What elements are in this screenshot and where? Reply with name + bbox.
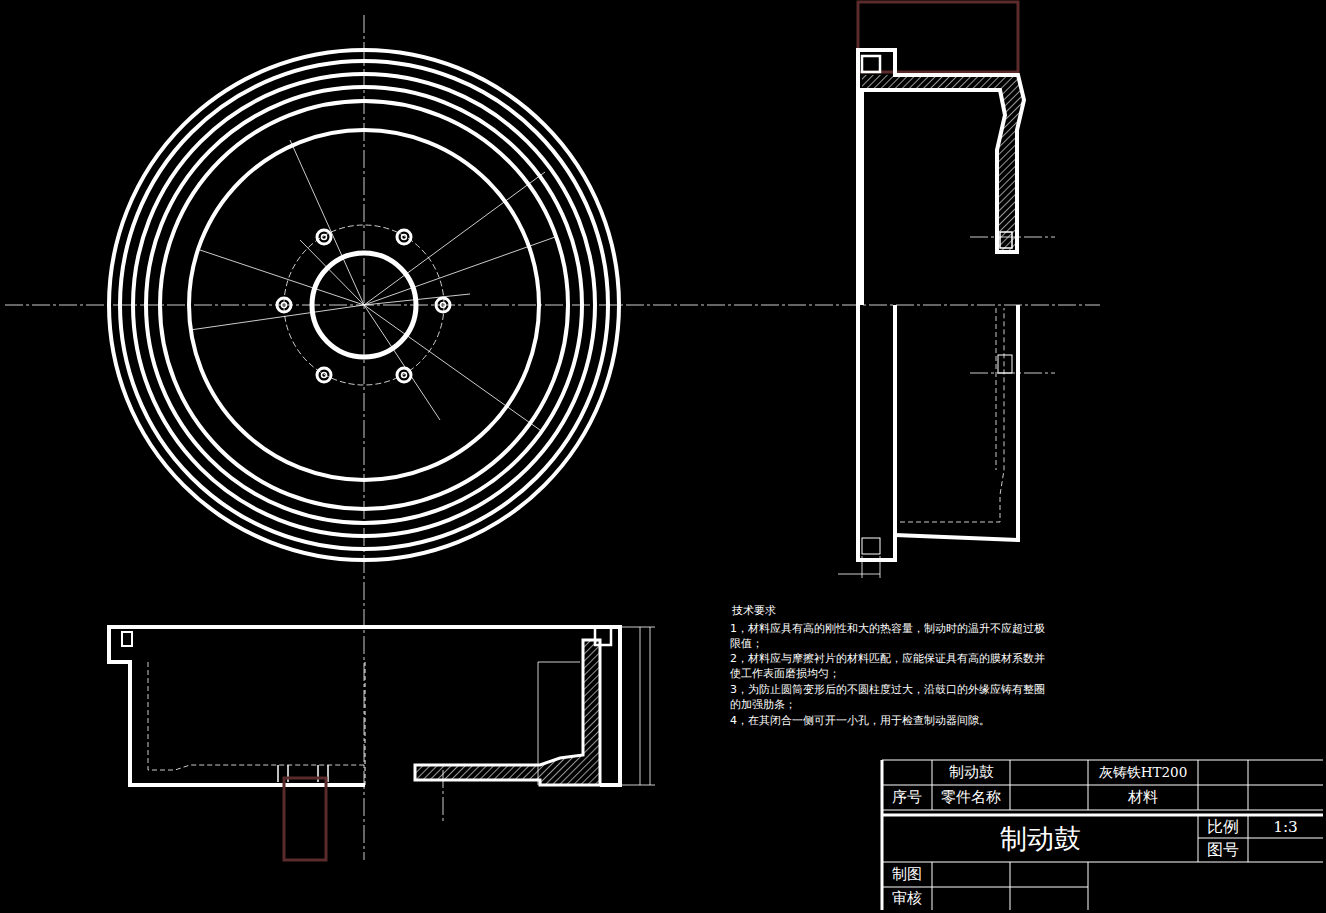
side-section-part (1000, 232, 1012, 248)
center-line-part (364, 15, 365, 860)
technical-note: 1，材料应具有高的刚性和大的热容量，制动时的温升不应超过极限值； (730, 621, 1045, 651)
front-view-part-part (300, 240, 364, 305)
side-section-part (858, 2, 1018, 72)
side-section (838, 2, 1024, 578)
bottom-section-part-part (640, 627, 641, 785)
table-cell: 灰铸铁HT200 (1088, 760, 1198, 785)
front-view-part-part (397, 368, 411, 382)
bottom-section-part-part (600, 785, 655, 786)
title-block-part (1198, 815, 1199, 862)
front-view-part-part (436, 298, 450, 312)
technical-note: 2，材料应与摩擦衬片的材料匹配，应能保证具有高的膜材系数并使工作表面磨损均匀； (730, 651, 1045, 681)
front-view-part (133, 74, 595, 536)
bottom-section-part (365, 662, 366, 785)
title-block-part (1248, 760, 1249, 810)
bottom-section-part (109, 627, 620, 785)
side-section-part (862, 538, 880, 554)
title-block-part (1010, 862, 1011, 910)
front-view-part-part (402, 235, 407, 240)
side-section-part (998, 355, 1012, 373)
title-block-part (932, 760, 933, 810)
note-heading: 技术要求 (732, 603, 776, 618)
front-view-part-part (364, 172, 545, 305)
title-block-part (1088, 862, 1089, 910)
side-section-part (996, 308, 997, 470)
side-section-part (838, 574, 880, 575)
front-view-part-part (441, 303, 446, 308)
bottom-section-part (538, 627, 655, 785)
front-view-part-part (282, 303, 287, 308)
front-view-part (109, 50, 619, 560)
front-view-part-part (317, 230, 331, 244)
side-section-part (858, 50, 1024, 305)
bottom-section-part-part (600, 627, 655, 628)
bottom-section-part (122, 632, 132, 646)
bottom-section (109, 627, 655, 860)
technical-note: 3，为防止圆筒变形后的不圆柱度过大，沿鼓口的外缘应铸有整圈的加强肋条； (730, 682, 1045, 712)
front-view-part (146, 87, 582, 523)
table-cell: 序号 (882, 785, 932, 810)
side-section-part (900, 308, 1004, 522)
front-view-part-part (322, 373, 327, 378)
side-section-part (862, 56, 880, 72)
table-cell: 比例 (1198, 815, 1248, 838)
bottom-section-part-part (650, 627, 651, 785)
title-block-part (1088, 760, 1089, 810)
table-cell: 审核 (882, 887, 932, 910)
side-section-part (880, 556, 881, 578)
front-view-part-part (397, 230, 411, 244)
title-block-part (882, 810, 1323, 811)
table-cell: 制动鼓 (882, 815, 1198, 862)
title-block-part (882, 862, 1323, 863)
title-block-part (932, 862, 933, 910)
bottom-section-part (595, 627, 611, 645)
front-view-part-part (364, 305, 440, 420)
title-block-part (882, 785, 1323, 786)
bottom-section-part (415, 640, 600, 785)
front-view-part (189, 130, 539, 480)
front-view (109, 50, 619, 560)
table-cell: 制动鼓 (932, 760, 1010, 785)
front-view-part (190, 140, 558, 430)
front-view-part-part (277, 298, 291, 312)
bottom-section-part-part (538, 662, 539, 785)
center-line (5, 15, 1100, 860)
title-block-part (1248, 815, 1249, 862)
side-section-part (895, 305, 1018, 540)
table-cell: 零件名称 (932, 785, 1010, 810)
side-section-part (858, 305, 895, 560)
table-cell: 图号 (1198, 838, 1248, 862)
front-view-part (160, 101, 568, 509)
bottom-section-part-part (538, 662, 580, 663)
title-block-part (882, 887, 1088, 888)
title-block-part (1010, 760, 1011, 810)
front-view-part (120, 61, 608, 549)
front-view-part-part (364, 294, 470, 305)
title-block-part (882, 760, 1323, 761)
bottom-section-part-part (277, 765, 279, 782)
side-section-part (862, 75, 1024, 252)
front-view-part-part (364, 305, 540, 430)
bottom-section-part (148, 662, 365, 770)
front-view-part-part (290, 140, 364, 305)
table-cell: 制图 (882, 862, 932, 887)
front-view-part (277, 230, 450, 382)
table-cell: 1:3 (1248, 815, 1323, 838)
front-view-part (282, 235, 446, 378)
title-block-part (1198, 838, 1323, 839)
front-view-part-part (322, 235, 327, 240)
title-block-part (1198, 760, 1199, 810)
front-view-part-part (317, 368, 331, 382)
title-block (882, 760, 1323, 910)
table-cell: 材料 (1088, 785, 1198, 810)
side-section-part (862, 556, 863, 578)
technical-note: 4，在其闭合一侧可开一小孔，用于检查制动器间隙。 (730, 713, 1045, 728)
title-block-part (882, 814, 1323, 817)
center-line-part (5, 305, 1100, 306)
bottom-section-part (284, 778, 326, 860)
front-view-part (284, 225, 444, 385)
front-view-part-part (402, 373, 407, 378)
front-view-part-part (364, 236, 558, 305)
